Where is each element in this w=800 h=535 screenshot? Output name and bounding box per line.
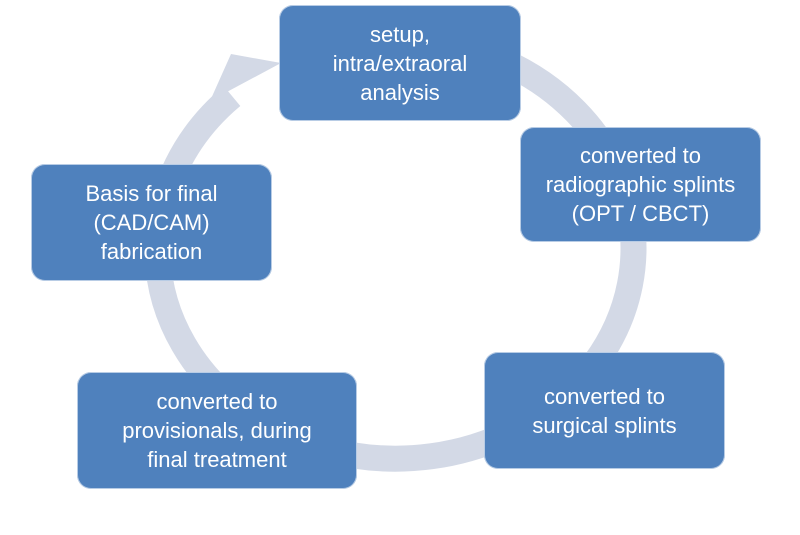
cycle-node-radiographic-splints: converted to radiographic splints (OPT /… [520,127,761,242]
cycle-node-label: converted to surgical splints [532,383,677,438]
cycle-node-provisionals: converted to provisionals, during final … [77,372,357,489]
cycle-node-cad-cam-basis: Basis for final (CAD/CAM) fabrication [31,164,272,281]
cycle-node-label: setup, intra/extraoral analysis [332,21,468,105]
cycle-node-label: converted to provisionals, during final … [122,389,312,472]
cycle-node-label: converted to radiographic splints (OPT /… [545,143,736,226]
cycle-arrowhead-icon [210,54,281,101]
cycle-node-setup: setup, intra/extraoral analysis [279,5,521,121]
cycle-node-label: Basis for final (CAD/CAM) fabrication [85,181,218,264]
cycle-node-surgical-splints: converted to surgical splints [484,352,725,469]
